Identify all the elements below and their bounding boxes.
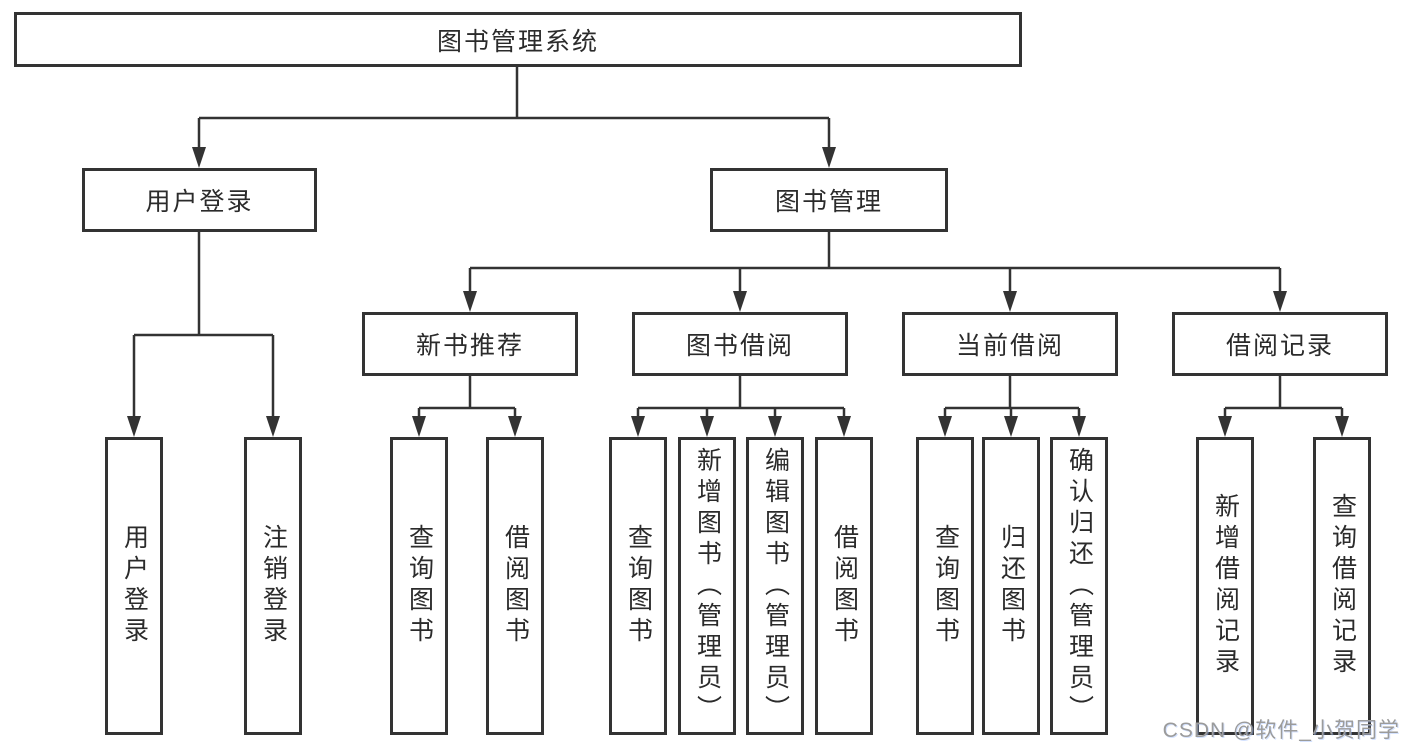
node-label: 用户登录 xyxy=(145,188,254,216)
node-label: 图书管理 xyxy=(774,188,883,216)
node-label: 图书借阅 xyxy=(685,332,794,360)
node-current-borrowing: 当前借阅 xyxy=(902,312,1118,376)
node-library-system: 图书管理系统 xyxy=(14,12,1022,67)
node-label: 归还图书 xyxy=(997,524,1026,648)
node-label: 查询借阅记录 xyxy=(1328,493,1357,679)
node-label: 新书推荐 xyxy=(415,332,524,360)
node-label: 查询图书 xyxy=(931,524,960,648)
node-label: 当前借阅 xyxy=(955,332,1064,360)
node-leaf-logout: 注销登录 xyxy=(244,437,302,735)
node-new-book-recommend: 新书推荐 xyxy=(362,312,578,376)
node-book-borrowing: 图书借阅 xyxy=(632,312,848,376)
node-label: 查询图书 xyxy=(624,524,653,648)
node-borrowing-records: 借阅记录 xyxy=(1172,312,1388,376)
node-leaf-add-books-admin: 新增图书（管理员） xyxy=(678,437,736,735)
node-leaf-user-login: 用户登录 xyxy=(105,437,163,735)
node-leaf-query-books-borrowing: 查询图书 xyxy=(609,437,667,735)
node-leaf-add-borrow-record: 新增借阅记录 xyxy=(1196,437,1254,735)
node-leaf-query-books-current: 查询图书 xyxy=(916,437,974,735)
node-leaf-borrow-books-recommend: 借阅图书 xyxy=(486,437,544,735)
node-label: 确认归还（管理员） xyxy=(1065,446,1094,726)
node-leaf-query-borrow-record: 查询借阅记录 xyxy=(1313,437,1371,735)
node-label: 查询图书 xyxy=(405,524,434,648)
node-label: 注销登录 xyxy=(259,524,288,648)
node-leaf-return-books: 归还图书 xyxy=(982,437,1040,735)
csdn-watermark: CSDN @软件_小贺同学 xyxy=(1162,719,1400,742)
node-leaf-borrow-books-borrowing: 借阅图书 xyxy=(815,437,873,735)
arrowheads xyxy=(127,147,1349,437)
node-label: 编辑图书（管理员） xyxy=(761,446,790,726)
node-leaf-edit-books-admin: 编辑图书（管理员） xyxy=(746,437,804,735)
node-label: 用户登录 xyxy=(120,524,149,648)
node-label: 图书管理系统 xyxy=(436,27,599,56)
node-label: 新增图书（管理员） xyxy=(693,446,722,726)
node-label: 借阅图书 xyxy=(830,524,859,648)
node-label: 借阅记录 xyxy=(1225,332,1334,360)
node-label: 新增借阅记录 xyxy=(1211,493,1240,679)
node-leaf-query-books-recommend: 查询图书 xyxy=(390,437,448,735)
node-book-management: 图书管理 xyxy=(710,168,948,232)
node-user-login: 用户登录 xyxy=(82,168,317,232)
node-leaf-confirm-return-admin: 确认归还（管理员） xyxy=(1050,437,1108,735)
node-label: 借阅图书 xyxy=(501,524,530,648)
